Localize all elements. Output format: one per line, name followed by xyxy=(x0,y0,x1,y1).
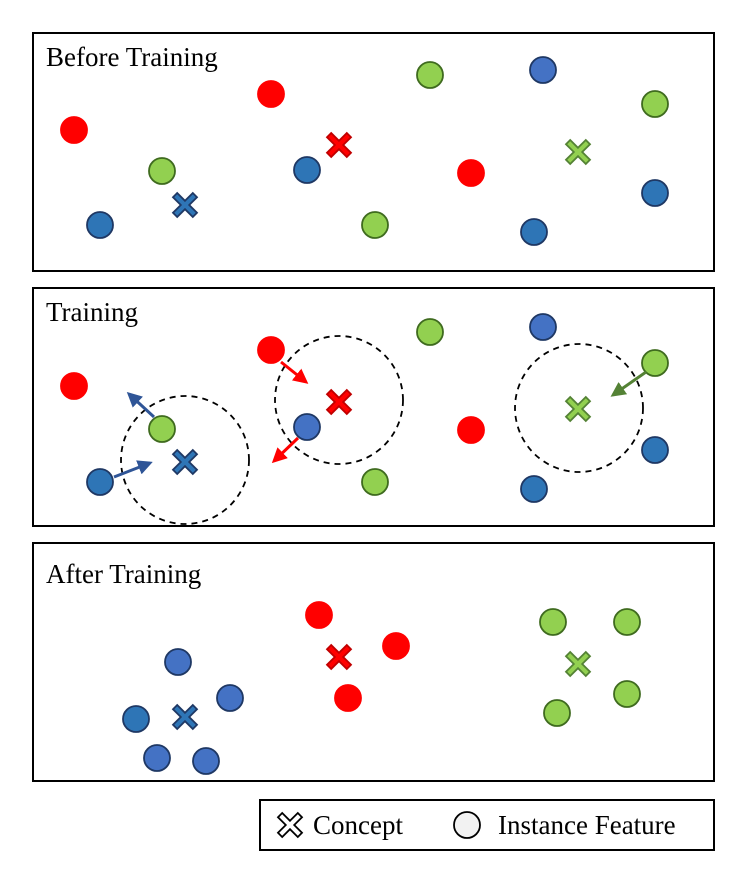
legend: Concept Instance Feature xyxy=(259,799,715,851)
green-instance-feature xyxy=(416,318,444,346)
blue-instance-feature xyxy=(164,648,192,676)
blue-instance-feature xyxy=(293,156,321,184)
blue-instance-feature xyxy=(641,179,669,207)
green-instance-feature xyxy=(539,608,567,636)
cross-icon xyxy=(276,811,304,839)
green-concept-cross xyxy=(564,395,592,423)
red-instance-feature xyxy=(305,601,333,629)
movement-arrow xyxy=(126,391,156,419)
blue-instance-feature xyxy=(86,468,114,496)
concept-boundary-circle xyxy=(274,335,404,465)
concept-boundary-circle xyxy=(514,343,644,473)
red-instance-feature xyxy=(257,80,285,108)
legend-instance-label: Instance Feature xyxy=(498,810,676,840)
circle-icon xyxy=(453,811,481,839)
blue-instance-feature xyxy=(529,56,557,84)
blue-instance-feature xyxy=(192,747,220,775)
blue-concept-cross xyxy=(171,703,199,731)
blue-instance-feature xyxy=(143,744,171,772)
panel-title: Training xyxy=(46,297,138,327)
green-instance-feature xyxy=(641,90,669,118)
green-instance-feature xyxy=(361,468,389,496)
panel-frame xyxy=(32,287,715,527)
blue-instance-feature xyxy=(641,436,669,464)
blue-instance-feature xyxy=(293,413,321,441)
blue-instance-feature xyxy=(520,218,548,246)
panel-title: Before Training xyxy=(46,42,218,72)
panel-frame xyxy=(32,542,715,782)
green-instance-feature xyxy=(641,349,669,377)
red-concept-cross xyxy=(325,643,353,671)
blue-concept-cross xyxy=(171,448,199,476)
concept-boundary-circle xyxy=(120,395,250,525)
movement-arrow xyxy=(113,460,153,479)
green-instance-feature xyxy=(416,61,444,89)
red-instance-feature xyxy=(60,372,88,400)
panel-training: Training xyxy=(32,287,715,527)
red-concept-cross xyxy=(325,131,353,159)
legend-frame xyxy=(259,799,715,851)
blue-instance-feature xyxy=(86,211,114,239)
blue-instance-feature xyxy=(520,475,548,503)
red-instance-feature xyxy=(382,632,410,660)
blue-instance-feature xyxy=(122,705,150,733)
blue-instance-feature xyxy=(216,684,244,712)
green-concept-cross xyxy=(564,138,592,166)
movement-arrow xyxy=(280,360,309,384)
blue-concept-cross xyxy=(171,191,199,219)
red-instance-feature xyxy=(457,416,485,444)
green-instance-feature xyxy=(361,211,389,239)
red-instance-feature xyxy=(60,116,88,144)
red-concept-cross xyxy=(325,388,353,416)
panel-before-training: Before Training xyxy=(32,32,715,272)
green-instance-feature xyxy=(543,699,571,727)
red-instance-feature xyxy=(457,159,485,187)
panel-after-training: After Training xyxy=(32,542,715,782)
green-instance-feature xyxy=(613,680,641,708)
cross-icon-shape xyxy=(276,811,304,839)
movement-arrow xyxy=(610,370,647,397)
green-instance-feature xyxy=(148,415,176,443)
green-instance-feature xyxy=(613,608,641,636)
red-instance-feature xyxy=(334,684,362,712)
panel-frame xyxy=(32,32,715,272)
green-instance-feature xyxy=(148,157,176,185)
red-instance-feature xyxy=(257,336,285,364)
green-concept-cross xyxy=(564,650,592,678)
blue-instance-feature xyxy=(529,313,557,341)
movement-arrow xyxy=(271,436,300,464)
panel-title: After Training xyxy=(46,559,201,589)
legend-concept-label: Concept xyxy=(313,810,403,840)
